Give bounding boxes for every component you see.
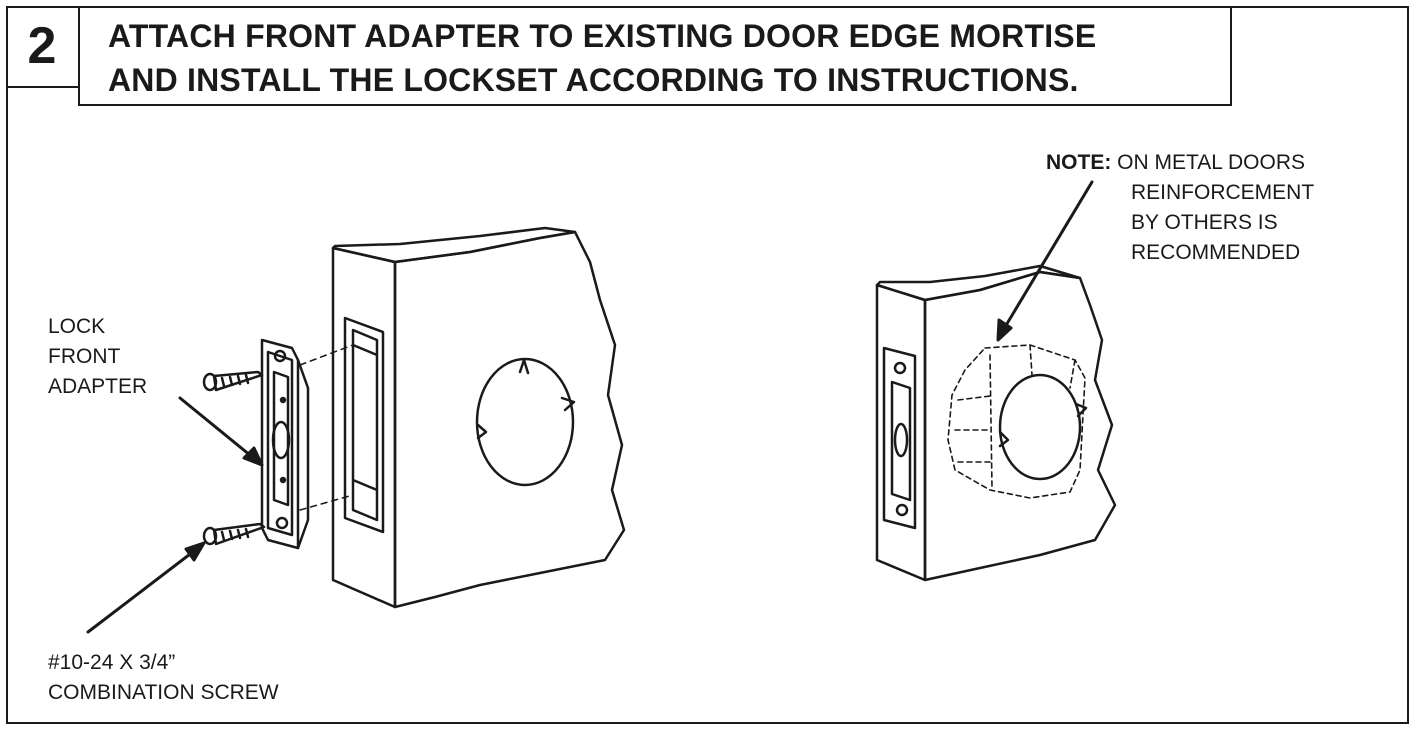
screw-label-line-2: COMBINATION SCREW xyxy=(48,681,279,704)
screw-label-line-1: #10-24 X 3/4” xyxy=(48,651,176,674)
lock-front-adapter-illustration xyxy=(260,338,310,550)
lock-front-adapter-label: LOCK FRONT ADAPTER xyxy=(48,312,147,402)
step-title-line-1: ATTACH FRONT ADAPTER TO EXISTING DOOR ED… xyxy=(108,18,1097,54)
leader-arrows-left xyxy=(86,396,264,634)
step-title-line-2: AND INSTALL THE LOCKSET ACCORDING TO INS… xyxy=(108,62,1079,98)
note-line-1: NOTE: ON METAL DOORS xyxy=(1046,148,1314,178)
metal-door-note: NOTE: ON METAL DOORS REINFORCEMENT BY OT… xyxy=(1046,148,1314,268)
note-first-line: ON METAL DOORS xyxy=(1117,151,1306,174)
note-line-4: RECOMMENDED xyxy=(1131,241,1301,264)
instruction-panel-frame xyxy=(6,6,1409,724)
adapter-label-line-3: ADAPTER xyxy=(48,375,148,398)
note-line-3: BY OTHERS IS xyxy=(1131,211,1278,234)
step-title: ATTACH FRONT ADAPTER TO EXISTING DOOR ED… xyxy=(78,6,1232,106)
door-right-illustration xyxy=(875,264,1117,582)
door-left-illustration xyxy=(299,226,626,609)
leader-arrow-note xyxy=(996,180,1094,342)
adapter-label-line-2: FRONT xyxy=(48,345,121,368)
combination-screw-label: #10-24 X 3/4” COMBINATION SCREW xyxy=(48,648,279,708)
adapter-label-line-1: LOCK xyxy=(48,315,106,338)
note-prefix: NOTE: xyxy=(1046,151,1112,174)
step-number: 2 xyxy=(6,6,80,88)
combination-screw-illustration xyxy=(202,370,266,546)
note-line-2: REINFORCEMENT xyxy=(1131,181,1315,204)
